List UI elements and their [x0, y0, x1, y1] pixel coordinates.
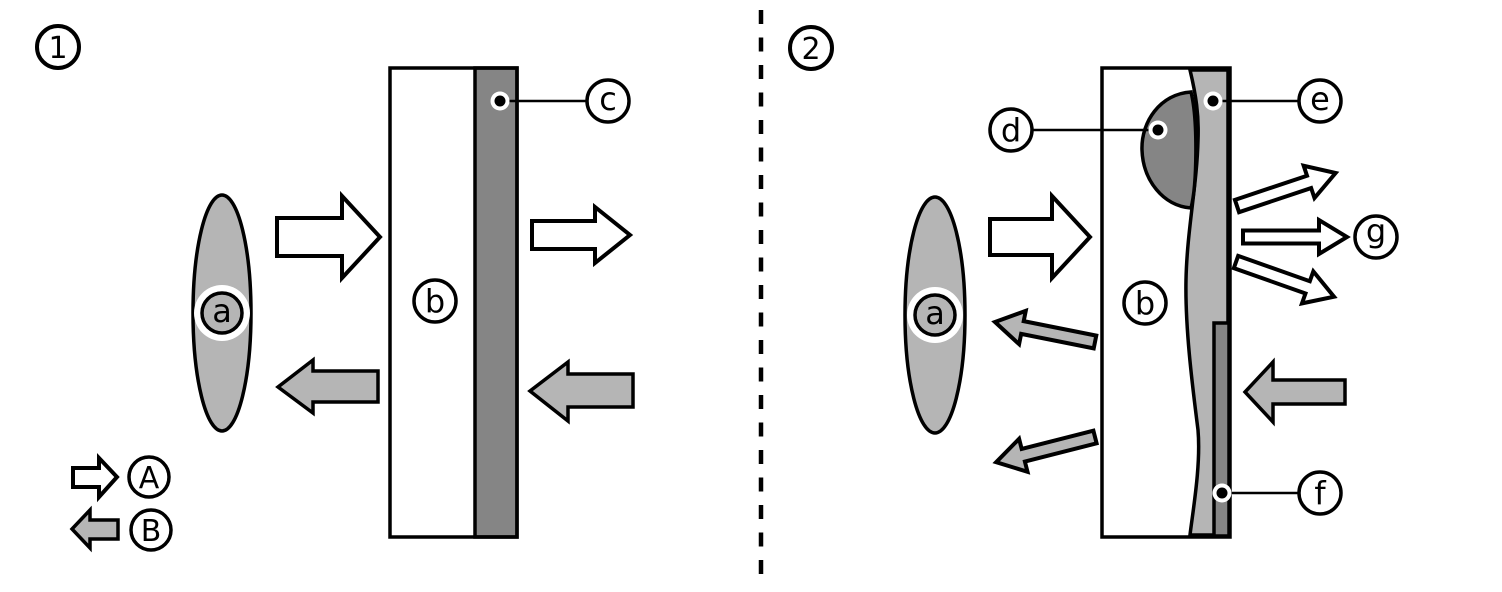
callout-c-dot: [494, 95, 506, 107]
callout-f-dot: [1216, 487, 1228, 499]
panel-2-number-circle: [788, 25, 834, 71]
panel-1-number-text: 1: [48, 31, 67, 66]
diffuse-arrow-up-icon: [991, 307, 1099, 351]
panel-1-number-badge: 1: [35, 24, 81, 70]
label-g-circle: [1353, 214, 1399, 260]
label-c-text: c: [599, 80, 617, 118]
legend-B-circle: [129, 508, 173, 552]
label-a2-circle: [913, 293, 957, 337]
legend-white-arrow-icon: [71, 452, 120, 503]
label-b2-text: b: [1135, 285, 1155, 323]
callout-d: d: [988, 107, 1168, 153]
slab-2: b: [1100, 66, 1232, 539]
label-a-text: a: [212, 292, 232, 330]
panel-2-number-text: 2: [801, 32, 820, 67]
source-ellipse: a: [191, 193, 253, 433]
callout-f: f: [1212, 470, 1343, 516]
label-b2-circle: [1122, 280, 1168, 326]
incoming-back-arrow-icon: [527, 358, 635, 425]
legend-A-text: A: [139, 461, 160, 496]
label-a-circle: [200, 291, 244, 335]
label-a2-text: a: [925, 294, 945, 332]
legend-B-text: B: [141, 514, 162, 549]
label-d-text: d: [1001, 112, 1021, 150]
source-ellipse-2: a: [903, 195, 967, 435]
incident-arrow-icon: [275, 190, 383, 284]
label-d-circle: [988, 107, 1034, 153]
slab-2-outline: [1100, 66, 1232, 539]
label-e-text: e: [1310, 80, 1330, 118]
legend: A B: [69, 452, 173, 553]
panel-2: 2 a b g: [788, 25, 1399, 539]
reflected-arrow-left-icon: [275, 356, 380, 417]
callout-c: c: [490, 78, 631, 124]
scatter-arrow-mid-icon: [1241, 216, 1351, 258]
callout-d-dot: [1152, 124, 1164, 136]
legend-A-circle: [127, 455, 171, 499]
incoming-back-arrow-2-icon: [1242, 357, 1347, 427]
legend-gray-arrow-icon: [69, 505, 120, 553]
label-e-circle: [1297, 78, 1343, 124]
callout-e-dot: [1207, 95, 1219, 107]
slab-outline: [388, 66, 519, 539]
back-strip: [1212, 321, 1231, 538]
scatter-fan: g: [1231, 163, 1399, 307]
incident-arrow-2-icon: [988, 190, 1093, 284]
diffuse-arrow-down-icon: [992, 428, 1100, 475]
callout-e: e: [1203, 78, 1343, 124]
label-c-circle: [585, 78, 631, 124]
panel-2-number-badge: 2: [788, 25, 834, 71]
panel-1-number-circle: [35, 24, 81, 70]
slab: b: [388, 66, 519, 539]
transmitted-arrow-icon: [530, 202, 634, 268]
label-b-text: b: [425, 283, 445, 321]
scatter-arrow-up-icon: [1232, 163, 1340, 215]
coating-strip: [473, 66, 519, 539]
scatter-arrow-down-icon: [1231, 253, 1338, 307]
label-g-text: g: [1366, 212, 1386, 250]
label-f-circle: [1297, 470, 1343, 516]
label-f-text: f: [1314, 475, 1326, 513]
panel-1: 1 a b c: [35, 24, 635, 553]
label-b-circle: [412, 278, 458, 324]
